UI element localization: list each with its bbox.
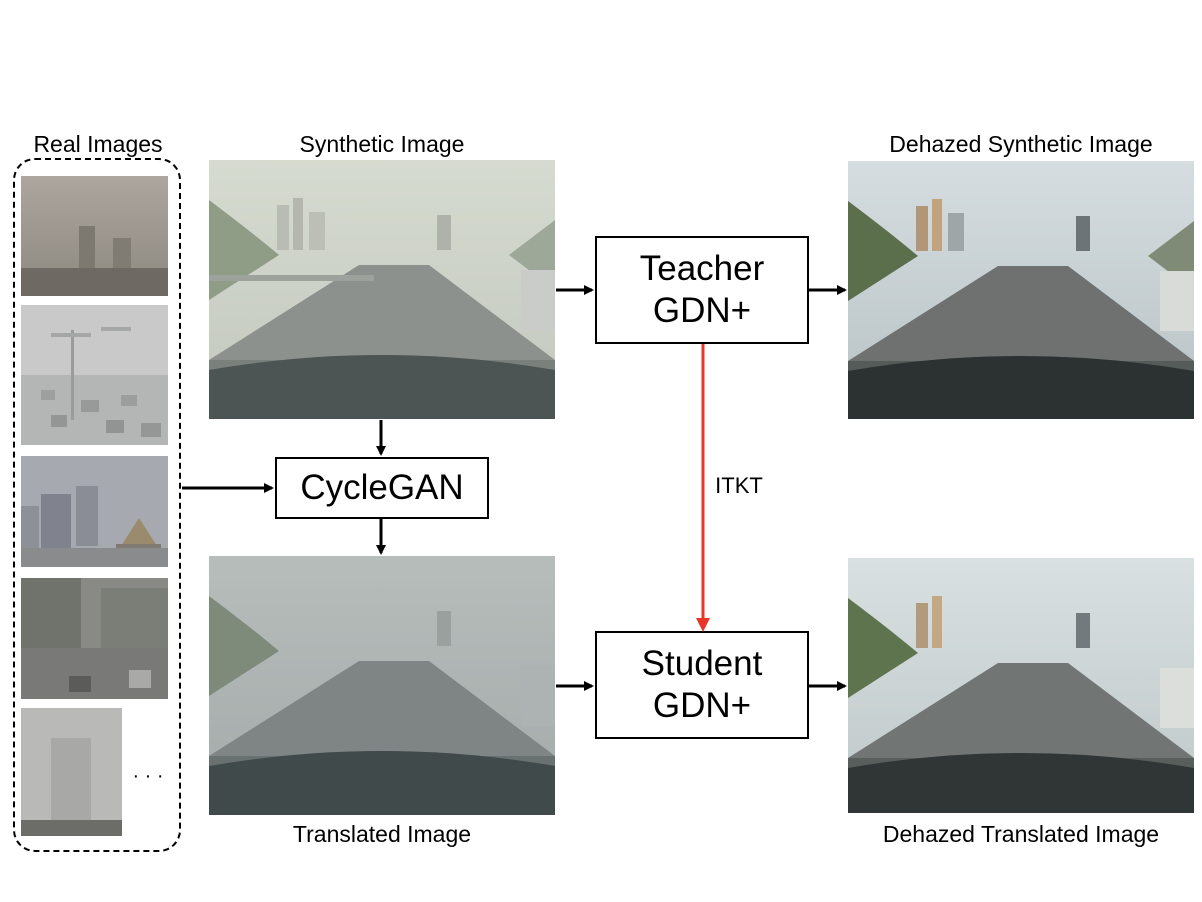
real-image-2 [21,305,168,445]
cyclegan-box: CycleGAN [275,457,489,519]
dehazed-translated-image [848,558,1194,813]
more-images-ellipsis: · · · [132,765,164,787]
dehazed-synthetic-image [848,161,1194,419]
dehazed-synthetic-image-label: Dehazed Synthetic Image [889,131,1153,157]
real-images-group [13,158,181,852]
cyclegan-label: CycleGAN [300,468,464,507]
teacher-label: Teacher [639,249,765,288]
real-image-4 [21,578,168,699]
student-label: Student [641,644,763,683]
student-model-label: GDN+ [652,686,752,725]
dehazed-translated-image-label: Dehazed Translated Image [882,821,1160,847]
real-image-1 [21,176,168,296]
real-images-label: Real Images [33,131,163,157]
itkt-label: ITKT [715,473,763,498]
student-gdn-box: Student GDN+ [595,631,809,739]
synthetic-image-label: Synthetic Image [299,131,465,157]
synthetic-image [209,160,555,419]
real-image-5 [21,708,122,836]
real-image-3 [21,456,168,567]
translated-image [209,556,555,815]
teacher-gdn-box: Teacher GDN+ [595,236,809,344]
teacher-model-label: GDN+ [652,291,752,330]
translated-image-label: Translated Image [292,821,472,847]
